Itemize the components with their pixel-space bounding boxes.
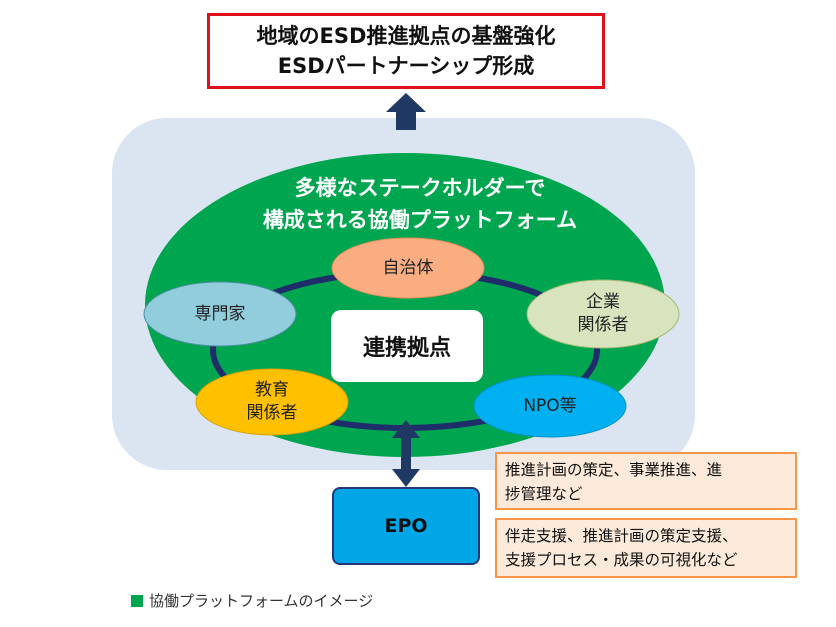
- npo-ellipse: [473, 374, 627, 438]
- education-ellipse: [195, 368, 349, 436]
- education-label-line1: 教育: [255, 380, 289, 400]
- epo-label: EPO: [384, 515, 428, 537]
- local-gov-ellipse: [331, 237, 485, 299]
- goal-line1: 地域のESD推進拠点の基盤強化: [256, 24, 556, 48]
- local-gov-label: 自治体: [382, 257, 434, 278]
- business-node: 企業 関係者: [527, 282, 679, 346]
- epo-box: EPO: [332, 487, 480, 565]
- platform-title: 多様なステークホルダーで 構成される協働プラットフォーム: [180, 172, 660, 236]
- note-bottom-line1: 伴走支援、推進計画の策定支援、: [505, 527, 738, 545]
- caption: 協働プラットフォームのイメージ: [131, 590, 373, 611]
- note-box-bottom: 伴走支援、推進計画の策定支援、 支援プロセス・成果の可視化など: [495, 518, 797, 578]
- up-arrow: [386, 93, 426, 130]
- education-label-line2: 関係者: [246, 403, 298, 423]
- note-top-line2: 捗管理など: [505, 485, 583, 503]
- business-label-line1: 企業: [586, 292, 620, 312]
- npo-label: NPO等: [523, 395, 577, 416]
- experts-ellipse: [143, 281, 297, 347]
- business-ellipse: [526, 279, 680, 349]
- business-label-line2: 関係者: [577, 315, 629, 335]
- hub-label: 連携拠点: [362, 336, 451, 361]
- npo-node: NPO等: [474, 388, 626, 424]
- note-top-line1: 推進計画の策定、事業推進、進: [505, 461, 723, 479]
- platform-title-line2: 構成される協働プラットフォーム: [262, 208, 578, 232]
- caption-text: 協働プラットフォームのイメージ: [149, 592, 374, 610]
- education-node: 教育 関係者: [196, 370, 348, 434]
- note-box-top: 推進計画の策定、事業推進、進 捗管理など: [495, 452, 797, 510]
- hub-box: 連携拠点: [331, 310, 483, 382]
- platform-title-line1: 多様なステークホルダーで: [294, 176, 546, 200]
- note-bottom-line2: 支援プロセス・成果の可視化など: [505, 551, 738, 569]
- green-square-icon: [131, 594, 143, 607]
- goal-line2: ESDパートナーシップ形成: [277, 54, 535, 78]
- goal-box: 地域のESD推進拠点の基盤強化 ESDパートナーシップ形成: [207, 13, 605, 89]
- experts-node: 専門家: [144, 296, 296, 332]
- bidirectional-arrow: [392, 420, 420, 487]
- experts-label: 専門家: [194, 303, 246, 324]
- local-gov-node: 自治体: [332, 250, 484, 286]
